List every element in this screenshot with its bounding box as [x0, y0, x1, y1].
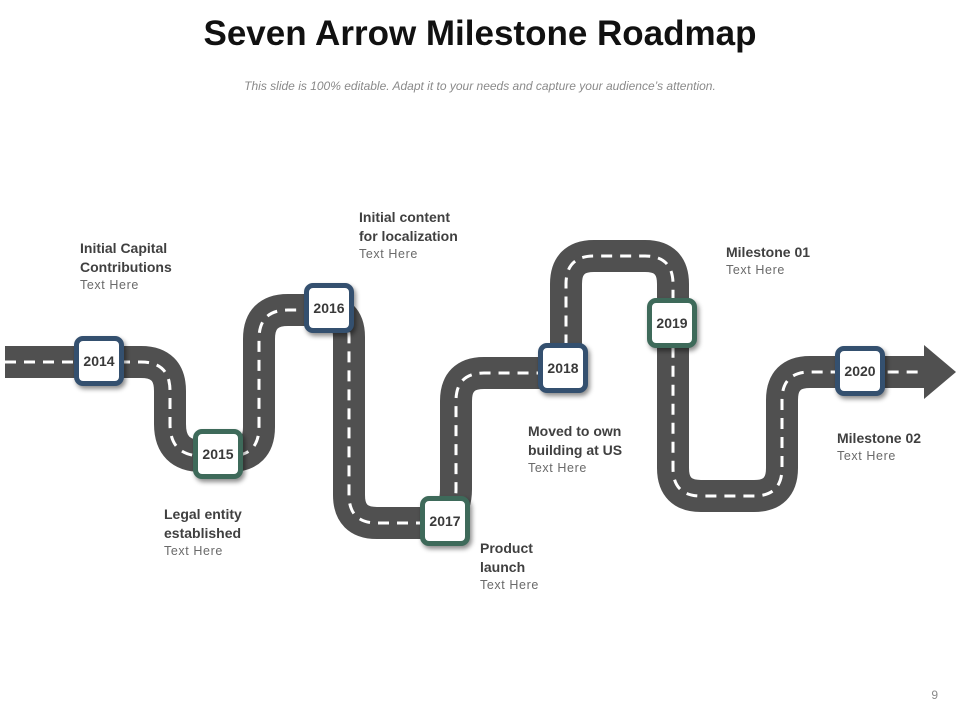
milestone-badge-2019: 2019	[647, 298, 697, 348]
milestone-title: established	[164, 525, 242, 541]
milestone-badge-2014: 2014	[74, 336, 124, 386]
milestone-text: Text Here	[80, 278, 139, 292]
milestone-badge-2016: 2016	[304, 283, 354, 333]
milestone-text: Text Here	[528, 461, 587, 475]
milestone-label-2018: Moved to own building at US Text Here	[528, 422, 622, 476]
milestone-badge-2017: 2017	[420, 496, 470, 546]
milestone-badge-2015: 2015	[193, 429, 243, 479]
page-number: 9	[931, 688, 938, 702]
milestone-title: Legal entity	[164, 506, 242, 522]
milestone-label-2019: Milestone 01 Text Here	[726, 243, 810, 278]
milestone-text: Text Here	[480, 578, 539, 592]
arrow-head-icon	[924, 345, 956, 399]
milestone-title: Milestone 01	[726, 244, 811, 260]
milestone-title: launch	[480, 559, 526, 575]
milestone-title: Initial Capital	[80, 240, 168, 256]
milestone-label-2015: Legal entity established Text Here	[164, 505, 242, 559]
milestone-title: Contributions	[80, 259, 172, 275]
milestone-label-2016: Initial content for localization Text He…	[359, 208, 458, 262]
milestone-label-2014: Initial Capital Contributions Text Here	[80, 239, 172, 293]
milestone-label-2020: Milestone 02 Text Here	[837, 429, 921, 464]
milestone-text: Text Here	[359, 247, 418, 261]
slide-subtitle: This slide is 100% editable. Adapt it to…	[244, 79, 716, 93]
milestone-badge-2020: 2020	[835, 346, 885, 396]
milestone-text: Text Here	[164, 544, 223, 558]
milestone-title: Milestone 02	[837, 430, 922, 446]
milestone-title: building at US	[528, 442, 623, 458]
slide-title: Seven Arrow Milestone Roadmap	[203, 14, 757, 53]
milestone-title: Moved to own	[528, 423, 622, 439]
milestone-text: Text Here	[837, 449, 896, 463]
milestone-label-2017: Product launch Text Here	[480, 539, 539, 593]
milestone-badge-2018: 2018	[538, 343, 588, 393]
milestone-title: Initial content	[359, 209, 450, 225]
milestone-title: Product	[480, 540, 533, 556]
milestone-text: Text Here	[726, 263, 785, 277]
milestone-title: for localization	[359, 228, 458, 244]
